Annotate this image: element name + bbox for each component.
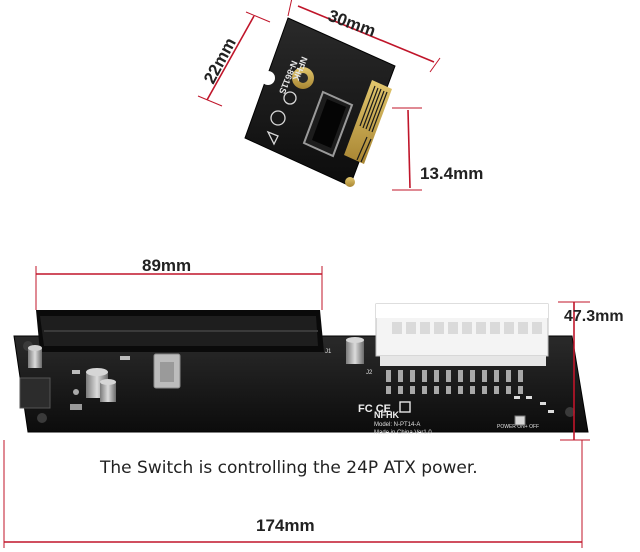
board-brand: NFHK	[374, 410, 399, 420]
label-13-4mm: 13.4mm	[420, 164, 484, 183]
smd-parts	[514, 396, 554, 413]
capacitor-lower	[86, 368, 116, 402]
board-origin: Made in China Ver1.0	[374, 430, 432, 436]
mount-notch	[261, 71, 275, 85]
j2-label: J2	[366, 370, 373, 376]
main-dimension-lines	[3, 266, 590, 548]
atx-24pin-connector	[375, 303, 549, 366]
mount-hole	[37, 413, 47, 423]
label-89mm: 89mm	[142, 256, 192, 275]
mount-hole	[565, 407, 575, 417]
solder-pin-rows	[386, 370, 523, 394]
gold-edge-fingers	[344, 80, 392, 164]
cert-logos: FC CE	[358, 401, 411, 415]
capacitor-right	[346, 337, 364, 364]
caption-text: The Switch is controlling the 24P ATX po…	[100, 458, 478, 478]
cert-marks	[266, 91, 297, 146]
capacitor-left	[28, 345, 42, 368]
m2-adapter-board: NFHK N-8611S	[244, 17, 396, 187]
j1-label: J1	[325, 349, 332, 355]
power-switch	[514, 415, 526, 426]
power-switch-label: POWER ON+ OFF	[497, 424, 539, 430]
voltage-regulator	[19, 377, 51, 409]
label-47-3mm: 47.3mm	[564, 308, 624, 325]
top-dimension-lines	[197, 0, 441, 191]
label-174mm: 174mm	[256, 516, 315, 535]
pcie-x16-slot	[36, 310, 324, 352]
svg-text:FC CE: FC CE	[358, 403, 391, 415]
board-model: Model: N-PT14-A	[374, 422, 420, 428]
main-adapter-board: FC CE NFHK Model: N-PT14-A Made in China…	[13, 303, 589, 436]
